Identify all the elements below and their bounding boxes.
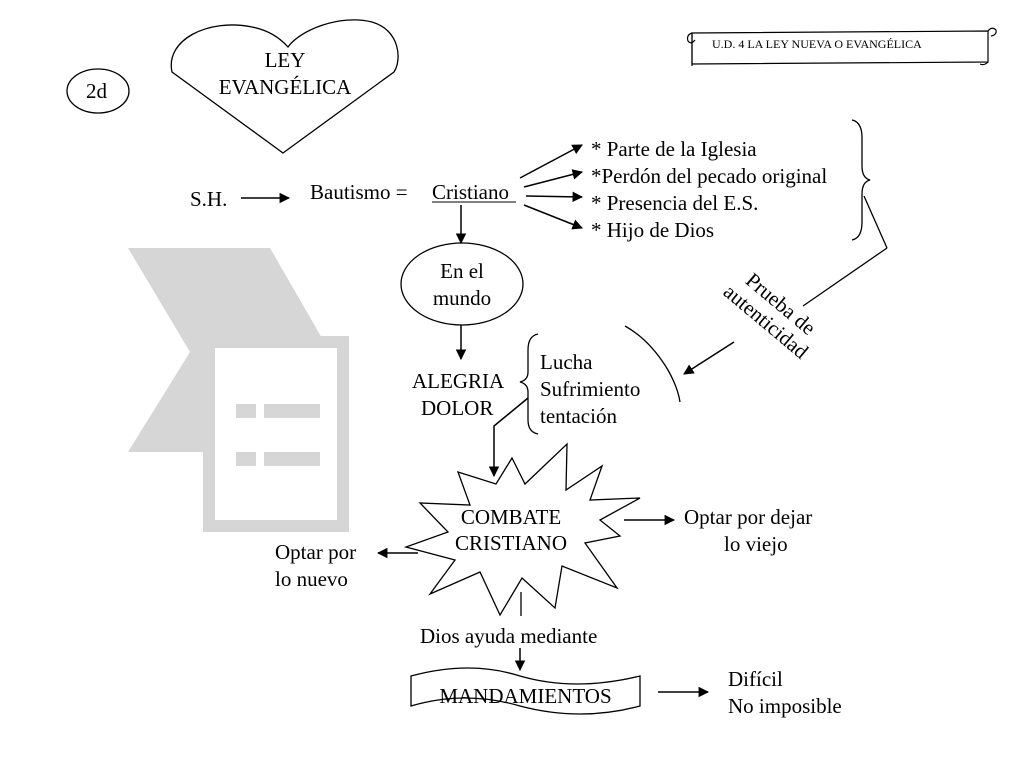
unit-banner-scroll — [686, 27, 997, 66]
heart-title-line1: LEY — [264, 48, 306, 72]
alegria-label: ALEGRIA — [412, 369, 505, 393]
heart-title-line2: EVANGÉLICA — [218, 75, 352, 99]
unit-label: U.D. 4 LA LEY NUEVA O EVANGÉLICA — [712, 37, 922, 51]
combate-line1: COMBATE — [460, 505, 562, 529]
lucha-item: Lucha — [540, 350, 593, 374]
effect-item: *Perdón del pecado original — [591, 164, 828, 188]
mandamientos-banner — [410, 667, 641, 715]
lucha-to-combate-arrow — [488, 397, 529, 478]
combate-starburst — [403, 442, 641, 617]
mundo-ellipse — [400, 242, 524, 326]
lucha-item: Sufrimiento — [540, 377, 641, 401]
mundo-line1: En el — [440, 259, 484, 283]
result-line1: Difícil — [728, 667, 783, 691]
effect-arrow — [523, 169, 584, 188]
lucha-item: tentación — [540, 404, 617, 428]
combate-line2: CRISTIANO — [454, 531, 567, 555]
bautismo-label: Bautismo = — [310, 180, 408, 204]
dios-ayuda-label: Dios ayuda mediante — [420, 624, 598, 648]
brace-connector — [863, 195, 888, 249]
optar-viejo-line2: lo viejo — [724, 532, 788, 556]
lucha-right-bracket — [624, 325, 681, 403]
effect-item: * Presencia del E.S. — [591, 191, 759, 215]
heart-shape — [170, 19, 399, 154]
lucha-brace — [519, 333, 539, 435]
result-line2: No imposible — [728, 694, 842, 718]
effect-item: * Parte de la Iglesia — [591, 137, 757, 161]
effects-brace — [851, 119, 871, 241]
mandamientos-label: MANDAMIENTOS — [439, 684, 612, 708]
optar-nuevo-line1: Optar por — [275, 540, 357, 564]
dolor-label: DOLOR — [421, 396, 494, 420]
sh-label: S.H. — [190, 187, 228, 211]
slide-number-ellipse — [66, 68, 130, 114]
brace-connector — [802, 247, 888, 307]
prueba-arrow — [683, 341, 735, 375]
effect-arrow — [525, 191, 584, 203]
mundo-line2: mundo — [432, 286, 492, 310]
cristiano-label: Cristiano — [432, 180, 509, 204]
effect-arrow — [519, 144, 583, 179]
slide-number: 2d — [86, 79, 107, 103]
effect-arrow — [523, 204, 583, 230]
optar-nuevo-line2: lo nuevo — [275, 567, 348, 591]
optar-viejo-line1: Optar por dejar — [684, 505, 813, 529]
effect-item: * Hijo de Dios — [591, 218, 715, 242]
